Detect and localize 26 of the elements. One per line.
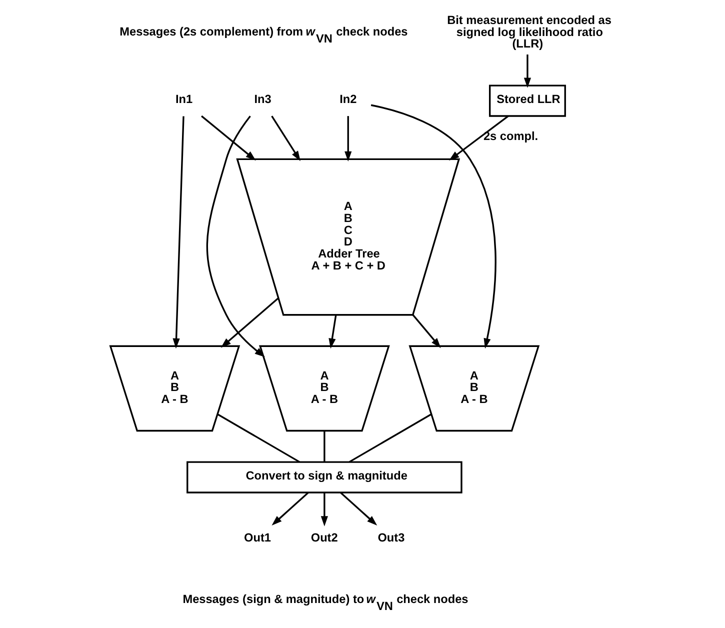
node-box: Convert to sign & magnitude [186,461,462,494]
arrow [272,492,309,526]
arrow [449,115,509,160]
arrow [524,54,532,88]
node-box: Stored LLR [488,84,566,117]
arrow [172,116,184,349]
arrow [370,104,496,349]
node-text: In3 [254,92,272,106]
connector [324,430,326,462]
connector [217,414,300,463]
node-text: In1 [176,92,193,106]
node-text: Out1 [244,530,272,544]
node-text: Out2 [310,530,338,544]
arrow [412,314,441,348]
arrow [271,116,300,162]
connector [348,414,432,463]
arrow [344,116,352,162]
arrow [340,492,378,526]
node-text: Bit measurement encoded as signed log likelihood ratio (LLR) [447,12,612,51]
arrow [206,116,265,358]
node-text: In2 [340,92,357,106]
arrow [220,297,279,348]
node-text: Out3 [378,530,405,544]
arrow [201,115,256,161]
arrow [320,492,328,526]
arrow [328,314,337,349]
